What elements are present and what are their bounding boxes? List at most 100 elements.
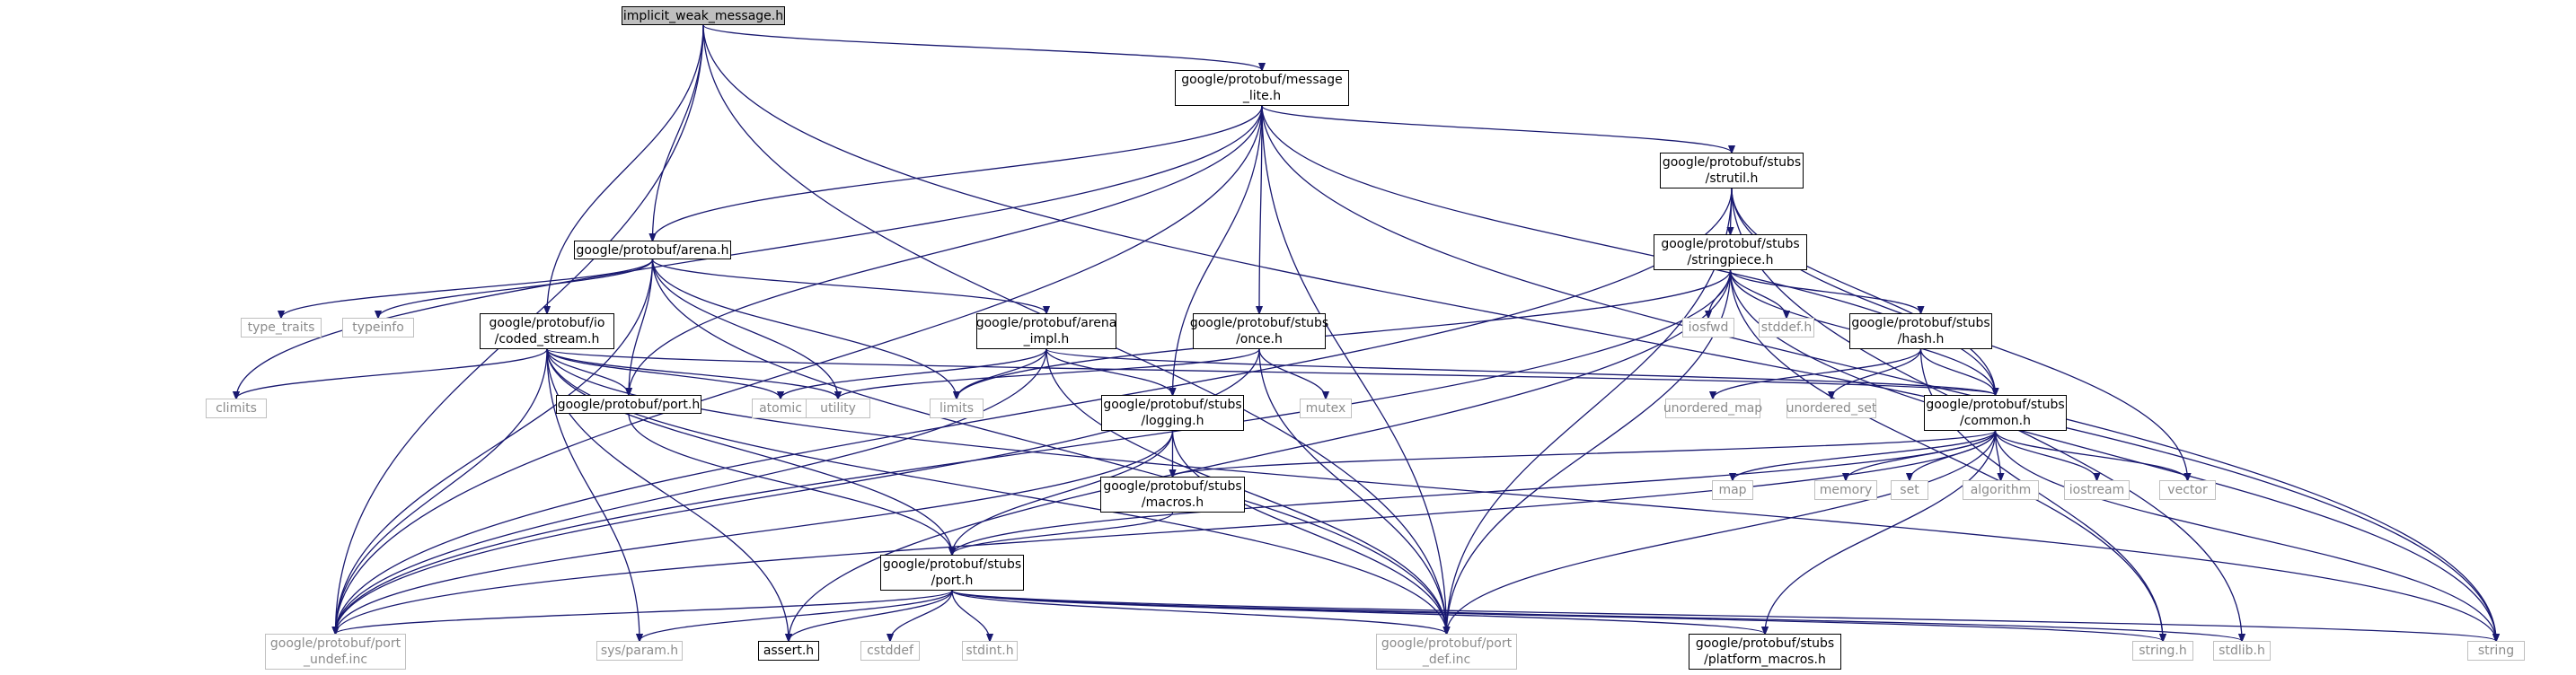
include-edge xyxy=(1994,430,2497,641)
node-vector: vector xyxy=(2159,480,2216,500)
node-label-line: google/protobuf/stubs xyxy=(1103,479,1242,494)
include-edge xyxy=(1731,188,1996,395)
node-label-line: memory xyxy=(1819,483,1873,497)
node-label-line: google/protobuf/stubs xyxy=(1695,636,1835,651)
include-edge xyxy=(1258,348,1326,399)
include-edge xyxy=(1447,430,1997,634)
include-edge xyxy=(951,590,1447,634)
include-edge xyxy=(781,348,1047,399)
node-stubs-once-h[interactable]: google/protobuf/stubs/once.h xyxy=(1190,313,1328,349)
node-type-traits: type_traits xyxy=(241,318,322,338)
include-edge xyxy=(653,24,704,241)
node-label-line: iostream xyxy=(2069,483,2125,497)
node-label-line: google/protobuf/stubs xyxy=(1851,316,1990,330)
node-label-line: /once.h xyxy=(1236,332,1283,346)
node-label-line: /hash.h xyxy=(1897,332,1945,346)
node-label-line: /port.h xyxy=(931,574,974,588)
node-label-line: algorithm xyxy=(1970,483,2032,497)
node-stdlib-h: stdlib.h xyxy=(2213,641,2271,661)
node-unordered-map: unordered_map xyxy=(1663,399,1763,418)
node-label-line: /macros.h xyxy=(1141,495,1204,510)
include-edge xyxy=(236,105,1263,399)
node-label-line: atomic xyxy=(759,401,802,416)
node-label-line: assert.h xyxy=(763,644,815,658)
node-stubs-stringpiece-h[interactable]: google/protobuf/stubs/stringpiece.h xyxy=(1654,234,1807,270)
node-label-line: map xyxy=(1718,483,1747,497)
include-edge xyxy=(957,348,1047,399)
include-edge xyxy=(1713,348,1922,399)
node-label-line: stdint.h xyxy=(966,644,1014,658)
node-port-h[interactable]: google/protobuf/port.h xyxy=(556,395,701,414)
include-edge xyxy=(546,348,640,641)
include-edge xyxy=(951,590,2242,641)
node-label-line: /strutil.h xyxy=(1705,171,1759,186)
node-stubs-platform-macros-h[interactable]: google/protobuf/stubs/platform_macros.h xyxy=(1689,634,1841,670)
node-label-line: google/protobuf/port.h xyxy=(557,397,701,412)
node-label-line: google/protobuf/stubs xyxy=(1926,398,2065,412)
include-edge xyxy=(957,269,1732,399)
node-climits: climits xyxy=(206,399,267,418)
include-edge xyxy=(1729,269,1787,318)
node-label-line: google/protobuf/stubs xyxy=(882,557,1022,572)
node-label-line: sys/param.h xyxy=(600,644,679,658)
node-stubs-hash-h[interactable]: google/protobuf/stubs/hash.h xyxy=(1849,313,1992,349)
include-edge xyxy=(546,348,789,641)
include-edge xyxy=(378,259,654,318)
include-edge xyxy=(952,512,1174,555)
include-edge xyxy=(336,590,953,634)
node-label-line: implicit_weak_message.h xyxy=(622,8,784,23)
node-implicit-weak-message-h[interactable]: implicit_weak_message.h xyxy=(622,6,785,25)
include-edge xyxy=(1261,105,1996,395)
node-label-line: stddef.h xyxy=(1760,320,1813,335)
node-label-line: /platform_macros.h xyxy=(1704,653,1826,667)
node-arena-impl-h[interactable]: google/protobuf/arena_impl.h xyxy=(976,313,1116,349)
node-label-line: typeinfo xyxy=(352,320,404,335)
include-edge xyxy=(336,259,654,634)
node-label-line: limits xyxy=(939,401,975,416)
node-arena-h[interactable]: google/protobuf/arena.h xyxy=(574,241,731,259)
node-label-line: vector xyxy=(2167,483,2208,497)
include-edge xyxy=(951,590,2496,641)
include-edge xyxy=(789,269,1732,641)
node-mutex: mutex xyxy=(1300,399,1352,418)
node-stubs-macros-h[interactable]: google/protobuf/stubs/macros.h xyxy=(1100,477,1245,513)
node-label-line: _def.inc xyxy=(1422,653,1471,667)
node-label-line: stdlib.h xyxy=(2219,644,2265,658)
node-label-line: google/protobuf/port xyxy=(1381,636,1513,651)
node-assert-h[interactable]: assert.h xyxy=(758,641,819,661)
include-edge xyxy=(702,24,1262,70)
node-message-lite-h[interactable]: google/protobuf/message_lite.h xyxy=(1175,70,1349,106)
include-edge xyxy=(890,590,953,641)
node-stubs-logging-h[interactable]: google/protobuf/stubs/logging.h xyxy=(1101,395,1244,431)
node-stddef-h: stddef.h xyxy=(1759,318,1814,338)
node-io-coded-stream-h[interactable]: google/protobuf/io/coded_stream.h xyxy=(480,313,614,349)
node-stubs-common-h[interactable]: google/protobuf/stubs/common.h xyxy=(1924,395,2067,431)
node-label-line: iosfwd xyxy=(1688,320,1729,335)
node-label-line: mutex xyxy=(1305,401,1346,416)
include-edge xyxy=(651,259,839,399)
node-atomic: atomic xyxy=(752,399,809,418)
include-edge xyxy=(653,105,1263,241)
node-port-def-inc: google/protobuf/port _def.inc xyxy=(1376,634,1517,670)
include-edge xyxy=(336,105,1263,634)
include-edge xyxy=(1733,430,1997,480)
include-edge xyxy=(951,590,1765,634)
include-edge xyxy=(546,348,952,555)
include-edge xyxy=(546,348,1996,395)
node-label-line: _undef.inc xyxy=(303,653,368,667)
node-label-line: unordered_map xyxy=(1663,401,1763,416)
node-port-undef-inc: google/protobuf/port _undef.inc xyxy=(265,634,406,670)
node-label-line: unordered_set xyxy=(1786,401,1877,416)
node-stubs-strutil-h[interactable]: google/protobuf/stubs/strutil.h xyxy=(1660,153,1804,188)
node-stubs-port-h[interactable]: google/protobuf/stubs/port.h xyxy=(880,555,1024,591)
node-label-line: google/protobuf/message xyxy=(1181,73,1343,87)
node-label-line: /common.h xyxy=(1959,414,2032,428)
include-edge xyxy=(336,269,1732,634)
include-edge xyxy=(702,24,2496,641)
node-label-line: google/protobuf/port xyxy=(269,636,401,651)
node-label-line: climits xyxy=(216,401,257,416)
include-edge xyxy=(952,430,1174,555)
include-edge xyxy=(336,430,1174,634)
include-edge xyxy=(651,259,957,399)
